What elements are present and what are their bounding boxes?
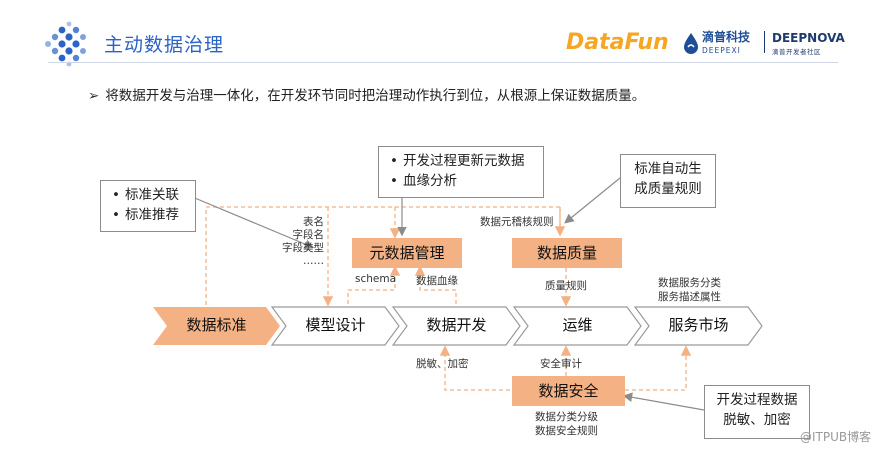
meta-rules-label: 数据元稽核规则: [480, 216, 554, 228]
service-attrs-label: 数据服务分类 服务描述属性: [658, 276, 721, 304]
service-attrs-line: 服务描述属性: [658, 291, 721, 303]
table-fields-line: 表名: [303, 216, 324, 228]
deepexi-logo-en: DEEPEXI: [702, 46, 741, 55]
table-fields-line: 字段名: [292, 229, 325, 241]
chevron-data-dev: [391, 306, 521, 346]
security-audit-label: 安全审计: [540, 358, 582, 370]
datafun-logo-text-a: DataFun: [566, 30, 669, 55]
lineage-label: 数据血缘: [416, 275, 458, 287]
table-fields-label: 表名 字段名 字段类型 ……: [268, 216, 324, 268]
logo-divider: [764, 31, 765, 53]
classify-line: 数据分类分级: [535, 411, 598, 423]
flow-label-ops: 运维: [562, 316, 593, 334]
deepnova-logo-en: DEEPNOVA: [772, 31, 845, 45]
line-metadata-lineage: [414, 265, 457, 304]
callout-quality-line: 标准自动生: [634, 161, 702, 177]
callout-quality-line: 成质量规则: [634, 181, 702, 197]
table-fields-line: ……: [303, 255, 324, 267]
subtitle-text: 将数据开发与治理一体化，在开发环节同时把治理动作执行到位，从根源上保证数据质量。: [105, 88, 646, 104]
callout-standard-item: 标准关联: [112, 185, 185, 205]
page-title: 主动数据治理: [104, 34, 225, 56]
schema-label: schema: [355, 273, 397, 285]
callout-metadata-item: 血缘分析: [390, 171, 533, 191]
metadata-management-box: 元数据管理: [352, 238, 462, 268]
cube-logo-icon: [45, 21, 86, 67]
deepexi-logo-cn: 滴普科技: [702, 30, 751, 44]
deepnova-logo-cn: 滴普开发者社区: [772, 48, 821, 56]
line-security-to-service: [625, 345, 692, 391]
flow-label-data-standard: 数据标准: [186, 316, 247, 334]
flow-label-model-design: 模型设计: [305, 316, 366, 334]
callout-security-line: 脱敏、加密: [723, 412, 791, 428]
line-metadata-schema: [347, 265, 401, 304]
deepexi-logo: 滴普科技 DEEPEXI: [702, 30, 750, 58]
pointer-standard: [189, 195, 315, 249]
table-fields-line: 字段类型: [282, 242, 324, 254]
deepnova-logo: DEEPNOVA 滴普开发者社区: [772, 31, 845, 59]
line-security-to-dev: [439, 345, 510, 391]
header-divider: [48, 62, 838, 63]
data-quality-box: 数据质量: [512, 238, 622, 268]
deepexi-drop-icon: [684, 33, 698, 54]
classify-label: 数据分类分级 数据安全规则: [535, 410, 598, 438]
callout-standard: 标准关联 标准推荐: [100, 180, 196, 232]
callout-standard-item: 标准推荐: [112, 205, 185, 225]
flow-label-data-dev: 数据开发: [426, 316, 487, 334]
callout-quality: 标准自动生 成质量规则: [620, 154, 716, 208]
watermark: @ITPUB博客: [800, 430, 872, 444]
flow-label-service-market: 服务市场: [668, 316, 729, 334]
datafun-logo: DataFun: [566, 30, 669, 55]
line-standard-to-metadata: [205, 206, 561, 305]
callout-metadata: 开发过程更新元数据 血缘分析: [378, 146, 544, 198]
chevron-ops: [512, 306, 642, 346]
quality-rules-label: 质量规则: [545, 280, 587, 292]
callout-metadata-item: 开发过程更新元数据: [390, 151, 533, 171]
subtitle: ➢ 将数据开发与治理一体化，在开发环节同时把治理动作执行到位，从根源上保证数据质量…: [88, 84, 645, 104]
service-attrs-line: 数据服务分类: [658, 277, 721, 289]
pointer-security: [622, 392, 705, 411]
bullet-arrow-icon: ➢: [88, 88, 100, 104]
chevron-data-standard: [153, 307, 280, 345]
classify-line: 数据安全规则: [535, 425, 598, 437]
pointer-quality: [564, 177, 621, 224]
callout-security-line: 开发过程数据: [716, 392, 798, 408]
chevron-model-design: [270, 306, 400, 346]
data-security-box: 数据安全: [512, 376, 625, 406]
callout-security: 开发过程数据 脱敏、加密: [704, 385, 810, 439]
mask-encrypt-label: 脱敏、加密: [416, 358, 469, 370]
chevron-service-market: [633, 306, 763, 346]
